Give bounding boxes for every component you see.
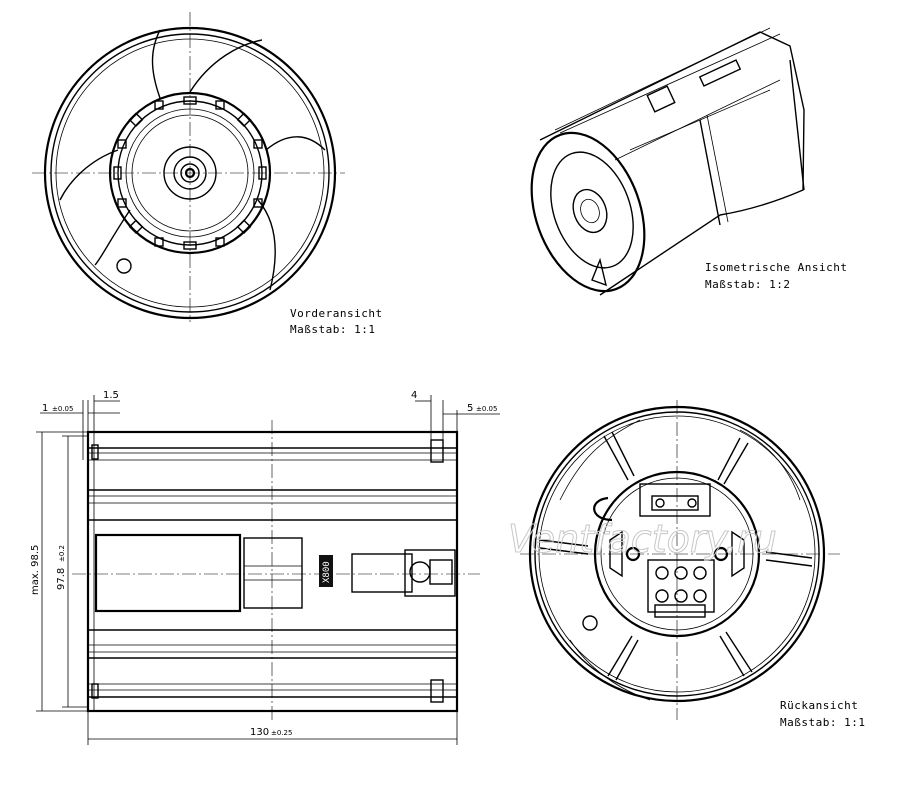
rear-view-scale: Maßstab: 1:1	[780, 716, 865, 729]
dim-5-tol: ±0.05	[476, 405, 497, 413]
dim-height: 97.8	[56, 568, 67, 590]
front-view-scale: Maßstab: 1:1	[290, 323, 375, 336]
dim-height-max: max. 98.5	[30, 545, 41, 595]
dim-4: 4	[411, 390, 417, 401]
side-view: X800	[72, 420, 480, 720]
dim-1-tol: ±0.05	[52, 405, 73, 413]
dim-length: 130	[250, 727, 269, 738]
rear-view	[520, 400, 840, 720]
iso-view-scale: Maßstab: 1:2	[705, 278, 790, 291]
side-view-dimensions	[36, 395, 500, 745]
rear-view-title: Rückansicht	[780, 699, 858, 712]
marking-label: X800	[322, 561, 332, 583]
watermark: Ventfactory.ru	[508, 517, 777, 561]
dim-5: 5	[467, 403, 473, 414]
front-view	[32, 12, 345, 322]
dim-length-tol: ±0.25	[271, 729, 292, 737]
isometric-view	[530, 27, 805, 296]
dim-1-5: 1.5	[103, 390, 119, 401]
front-hub-notches	[113, 96, 267, 250]
dim-height-tol: ±0.2	[58, 545, 66, 562]
front-view-title: Vorderansicht	[290, 307, 383, 320]
dim-1: 1	[42, 403, 48, 414]
iso-view-title: Isometrische Ansicht	[705, 261, 847, 274]
